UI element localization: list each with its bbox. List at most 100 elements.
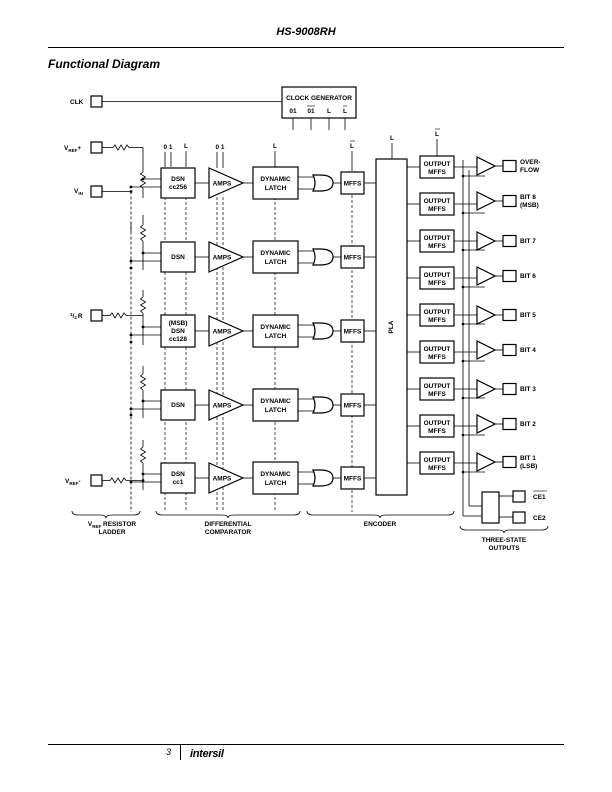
dsn-label: DSN (171, 176, 185, 183)
bit-label: BIT 7 (520, 238, 536, 245)
vref-plus-label: VREF+ (64, 145, 81, 153)
gate-icon (312, 469, 334, 487)
output-mffs-label: MFFS (428, 206, 446, 213)
latch-label: DYNAMIC (260, 398, 291, 405)
gate-icon (312, 248, 334, 266)
comparator-group-label-2: COMPARATOR (205, 529, 252, 536)
vref-minus-pin: VREF- (65, 474, 143, 487)
amps-clock-label: 0 1 (215, 144, 224, 151)
dynamic-latch (252, 314, 299, 348)
latch-label: LATCH (265, 259, 287, 266)
pla-label: PLA (388, 320, 395, 333)
half-r-label: 1/2R (70, 312, 83, 320)
output-mffs-label: MFFS (428, 280, 446, 287)
output-pin (502, 343, 517, 357)
gate-icon (312, 396, 334, 414)
latch-label: LATCH (265, 407, 287, 414)
three-state-buffer-icon (476, 191, 497, 211)
amps-triangle (208, 167, 245, 199)
clock-output-3: L (327, 108, 331, 115)
clk-label: CLK (70, 99, 84, 106)
resistor-ladder (130, 147, 146, 512)
output-mffs-label: MFFS (428, 465, 446, 472)
bit-label: BIT 4 (520, 347, 536, 354)
dsn-block (160, 389, 196, 421)
section-title: Functional Diagram (48, 57, 161, 71)
output-pin (502, 455, 517, 469)
clock-output-2: 01 (307, 108, 315, 115)
three-state-buffer-icon (476, 305, 497, 325)
clock-output-1: 01 (289, 108, 297, 115)
bit-label: OVER- (520, 159, 541, 166)
three-state-buffer-icon (476, 266, 497, 286)
three-state-buffer-icon (476, 340, 497, 360)
clk-pin: CLK (70, 95, 282, 108)
ce2-label: CE2 (533, 515, 546, 522)
group-braces (71, 510, 549, 534)
dsn-block (160, 167, 196, 199)
gate-icon (312, 322, 334, 340)
amps-label: AMPS (213, 255, 232, 262)
latch-label: LATCH (265, 480, 287, 487)
latch-label: DYNAMIC (260, 250, 291, 257)
clock-generator: CLOCK GENERATOR 01 01 L L (281, 86, 357, 130)
output-pin (502, 159, 517, 173)
top-ticks: 0 1 L 0 1 L L L L (163, 128, 440, 171)
amps-triangle (208, 315, 245, 347)
page-number: 3 (166, 747, 172, 757)
ce1-label: CE1 (533, 494, 546, 501)
output-mffs-label: MFFS (428, 243, 446, 250)
mffs-label: MFFS (344, 181, 362, 188)
output-pin (502, 308, 517, 322)
output-mffs-label: OUTPUT (424, 272, 451, 279)
vin-label: VIN (74, 188, 83, 196)
latch-label: LATCH (265, 333, 287, 340)
dsn-label: (MSB) (169, 320, 188, 327)
latch-label: DYNAMIC (260, 176, 291, 183)
mffs-label: MFFS (344, 255, 362, 262)
vin-pin: VIN (74, 185, 131, 198)
dsn-label: DSN (171, 254, 185, 261)
footer-separator (180, 745, 181, 760)
dsn-label: DSN (171, 402, 185, 409)
dsn-clock-label: 0 1 (163, 144, 172, 151)
three-state-buffer-icon (476, 156, 497, 176)
output-pin (502, 382, 517, 396)
dynamic-latch (252, 388, 299, 422)
bit-label: FLOW (520, 167, 540, 174)
output-mffs-label: MFFS (428, 428, 446, 435)
bit-label: (LSB) (520, 463, 537, 470)
amps-label: AMPS (213, 181, 232, 188)
dsn-block (160, 241, 196, 273)
vref-minus-label: VREF- (65, 478, 81, 486)
pla-block: PLA (375, 158, 408, 496)
ce1-pin: CE1 (512, 490, 547, 503)
dsn-label: DSN (171, 471, 185, 478)
half-r-pin: 1/2R (70, 309, 143, 322)
amps-label: AMPS (213, 476, 232, 483)
latch-label: DYNAMIC (260, 324, 291, 331)
dynamic-latch (252, 461, 299, 495)
dsn-l-label: L (184, 143, 188, 150)
footer-rule (48, 744, 564, 745)
output-mffs-label: OUTPUT (424, 198, 451, 205)
dsn-label: cc1 (173, 479, 184, 486)
three-state-buffer-icon (476, 452, 497, 472)
bit-label: BIT 5 (520, 312, 536, 319)
bit-label: BIT 2 (520, 421, 536, 428)
amps-label: AMPS (213, 403, 232, 410)
comparator-row: DSN AMPS DYNAMIC LATCH MFFS (129, 240, 376, 274)
encoder-group-label: ENCODER (364, 521, 397, 528)
page-header-title: HS-9008RH (276, 26, 336, 38)
output-pin (502, 234, 517, 248)
latch-label: LATCH (265, 185, 287, 192)
